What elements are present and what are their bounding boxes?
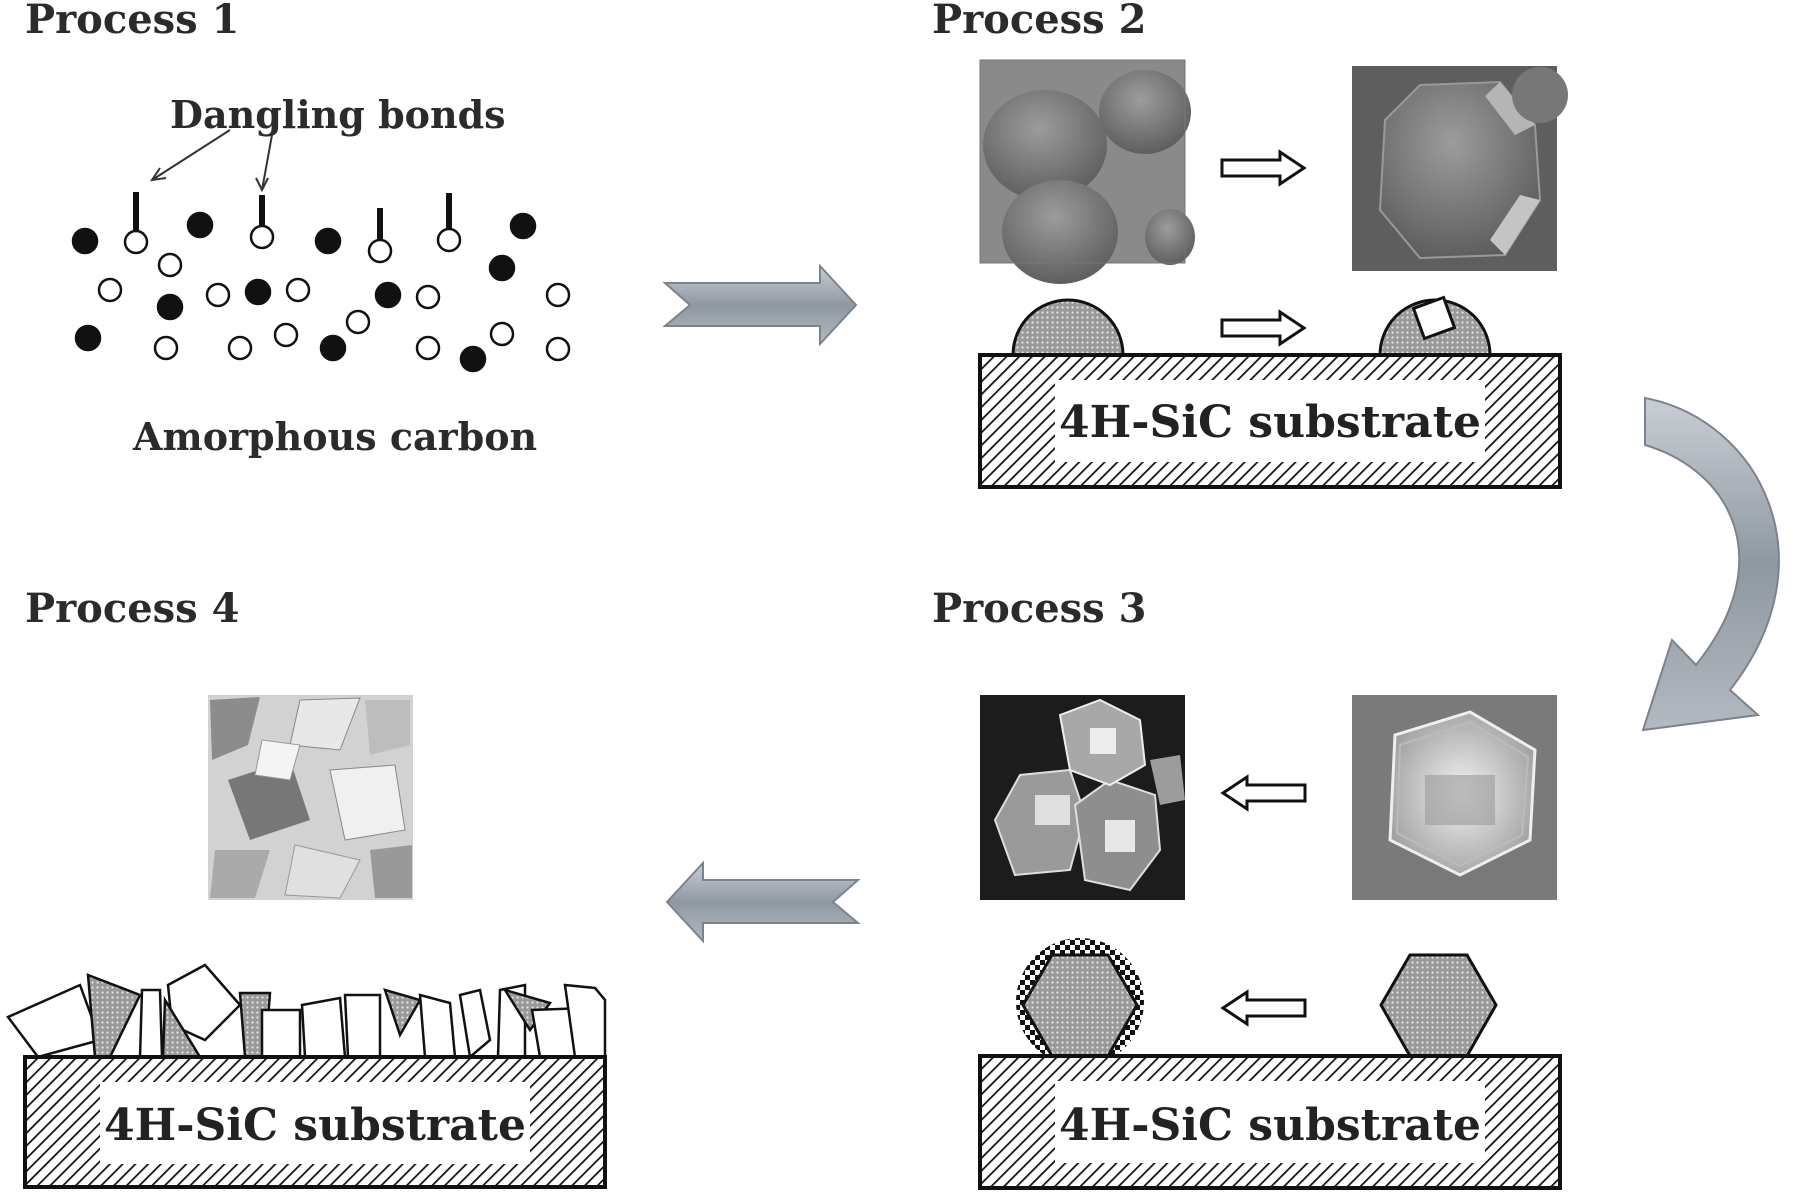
sp2-carbon-atom xyxy=(367,238,393,264)
right-arrow-icon xyxy=(662,263,858,347)
sp2-carbon-atom xyxy=(345,309,371,335)
substrate-block: 4H-SiC substrate xyxy=(978,1054,1562,1190)
amorphous-carbon-label: Amorphous carbon xyxy=(132,414,537,459)
process-4-panel: Process 4 xyxy=(6,585,607,1189)
sp3-carbon-atom xyxy=(314,227,342,255)
sp2-carbon-atom xyxy=(436,227,462,253)
hollow-right-arrow-icon xyxy=(1220,309,1307,347)
crystal-with-shell xyxy=(1016,938,1144,1066)
amorphous-carbon-atoms xyxy=(71,211,571,373)
sp3-carbon-atom xyxy=(488,254,516,282)
substrate-block: 4H-SiC substrate xyxy=(23,1055,607,1189)
hollow-left-arrow-icon xyxy=(1220,774,1307,812)
sp3-carbon-atom xyxy=(459,345,487,373)
sp2-carbon-atom xyxy=(123,229,149,255)
sp3-carbon-atom xyxy=(244,278,272,306)
sp3-carbon-atom xyxy=(156,293,184,321)
sp2-carbon-atom xyxy=(489,321,515,347)
sp2-carbon-atom xyxy=(273,322,299,348)
polycrystalline-diamond-film xyxy=(6,963,607,1060)
substrate-label: 4H-SiC substrate xyxy=(1059,1100,1481,1151)
sp3-carbon-atom xyxy=(319,334,347,362)
sp3-carbon-atom xyxy=(186,211,214,239)
process-2-title: Process 2 xyxy=(932,0,1146,43)
sp2-carbon-atom xyxy=(545,282,571,308)
sp3-carbon-atom xyxy=(374,281,402,309)
process-4-title: Process 4 xyxy=(25,585,239,632)
dangling-bond-sticks xyxy=(133,192,452,242)
process-3-title: Process 3 xyxy=(932,585,1146,632)
process-2-panel: Process 2 4H-SiC su xyxy=(932,0,1568,489)
sp2-carbon-atom xyxy=(285,277,311,303)
sem-image-faceted-grain xyxy=(1352,66,1568,271)
sp2-carbon-atom xyxy=(157,252,183,278)
dangling-bonds-label: Dangling bonds xyxy=(170,92,506,137)
left-arrow-icon xyxy=(665,860,861,944)
curved-down-arrow-icon xyxy=(1641,396,1780,732)
hollow-left-arrow-icon xyxy=(1220,989,1307,1027)
amorphous-nucleus-dome xyxy=(1011,298,1125,357)
sp2-carbon-atom xyxy=(97,277,123,303)
dangling-bond-pointer-arrows xyxy=(149,129,273,193)
sp3-carbon-atom xyxy=(71,227,99,255)
sem-image-hexagonal-crystal xyxy=(1352,695,1557,900)
sp2-carbon-atom xyxy=(415,284,441,310)
hexagonal-crystal xyxy=(1379,953,1498,1058)
process-1-panel: Process 1 Dangling bonds Amorphous carbo… xyxy=(25,0,571,459)
sp2-carbon-atom xyxy=(249,224,275,250)
sp2-carbon-atom xyxy=(153,335,179,361)
substrate-block: 4H-SiC substrate xyxy=(978,353,1562,489)
process-1-title: Process 1 xyxy=(25,0,239,43)
hollow-right-arrow-icon xyxy=(1220,149,1307,187)
sem-image-polycrystalline-film xyxy=(208,695,413,900)
process-3-panel: Process 3 4H xyxy=(932,585,1562,1190)
sp2-carbon-atom xyxy=(227,335,253,361)
nucleus-with-crystal-seed xyxy=(1378,295,1492,357)
sp3-carbon-atom xyxy=(74,324,102,352)
substrate-label: 4H-SiC substrate xyxy=(1059,397,1481,448)
sem-image-crystal-cluster xyxy=(980,695,1185,900)
sp3-carbon-atom xyxy=(509,212,537,240)
sp2-carbon-atom xyxy=(415,335,441,361)
sp2-carbon-atom xyxy=(545,336,571,362)
sem-image-spherical-nuclei xyxy=(979,59,1195,284)
sp2-carbon-atom xyxy=(205,282,231,308)
substrate-label: 4H-SiC substrate xyxy=(104,1100,526,1151)
